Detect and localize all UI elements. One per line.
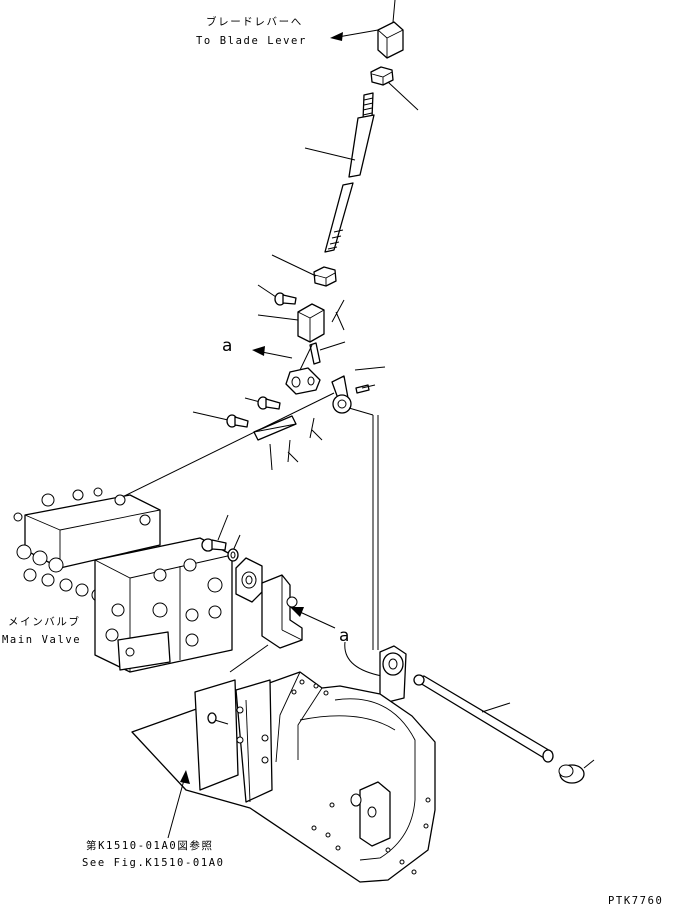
rod-upper	[304, 92, 375, 178]
blade-lever-arrow	[330, 29, 379, 41]
see-fig-arrow	[167, 770, 190, 839]
shaft	[413, 674, 554, 763]
callout-a-lower-arrow	[290, 607, 336, 629]
cotter-pin-upper	[331, 299, 345, 331]
blade-lever-label-en: To Blade Lever	[196, 35, 307, 47]
bolt-left-2	[192, 411, 249, 428]
floor-plate	[131, 671, 436, 883]
blade-lever-label-jp: ブレードレバーへ	[206, 15, 303, 28]
see-fig-label-jp: 第K1510-01A0図参照	[86, 839, 214, 852]
lower-lever	[379, 645, 407, 703]
lower-clevis	[257, 303, 325, 343]
lever-link	[285, 344, 321, 395]
callout-a-lower: a	[339, 626, 349, 646]
vertical-link	[348, 407, 374, 416]
main-valve	[13, 487, 233, 673]
rail-link	[253, 415, 323, 471]
bolt-left-1	[244, 396, 281, 410]
upper-nut	[370, 66, 419, 111]
pin-upper	[309, 341, 346, 365]
bracket	[229, 574, 303, 673]
flange	[235, 557, 263, 603]
control-link-line	[99, 392, 335, 509]
main-valve-label-en: Main Valve	[2, 634, 81, 646]
upper-clevis	[377, 0, 404, 59]
rod-lower	[324, 182, 354, 253]
main-valve-label-jp: メインバルブ	[8, 615, 81, 628]
valve-bolt	[201, 514, 241, 562]
callout-a-lower-leader	[344, 641, 383, 677]
bushing	[558, 759, 595, 784]
lower-nut	[271, 254, 337, 287]
callout-a-upper: a	[222, 336, 232, 356]
bellcrank	[331, 366, 386, 414]
callout-a-upper-arrow	[252, 346, 293, 359]
drawing-number: PTK7760	[608, 895, 663, 907]
see-fig-label-en: See Fig.K1510-01A0	[82, 857, 225, 869]
clevis-bolt	[257, 284, 297, 306]
